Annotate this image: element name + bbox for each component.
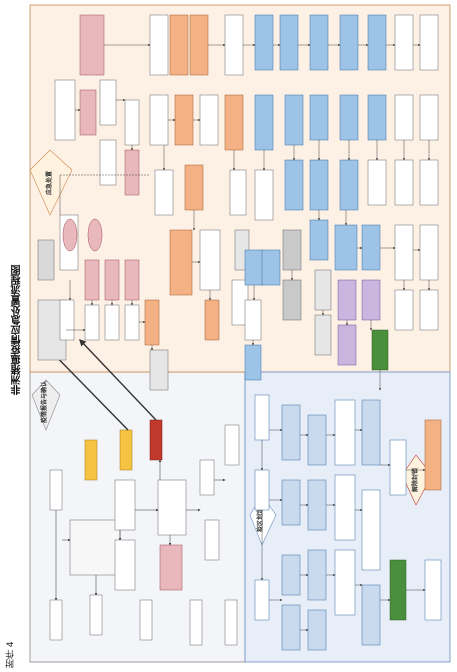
zoning-connectors bbox=[260, 370, 426, 632]
stage-report-label: 疫情报告与确认 bbox=[31, 379, 61, 431]
response-top-boxes bbox=[54, 14, 250, 341]
report-boxes bbox=[49, 419, 240, 646]
stage-response-label: 应急处置 bbox=[29, 149, 73, 216]
zoning-boxes bbox=[254, 394, 442, 651]
stage-zoning-text: 疫区划定 bbox=[256, 508, 264, 532]
response-left-boxes bbox=[37, 214, 169, 391]
response-connectors bbox=[59, 43, 431, 351]
response-right-boxes bbox=[367, 14, 439, 331]
stage-response-text: 应急处置 bbox=[45, 171, 53, 195]
stage-report-text: 疫情报告与确认 bbox=[40, 380, 48, 423]
response-middle-boxes bbox=[244, 14, 389, 381]
report-panel bbox=[29, 371, 246, 663]
stage-lift-text: 解除封锁 bbox=[411, 468, 419, 492]
